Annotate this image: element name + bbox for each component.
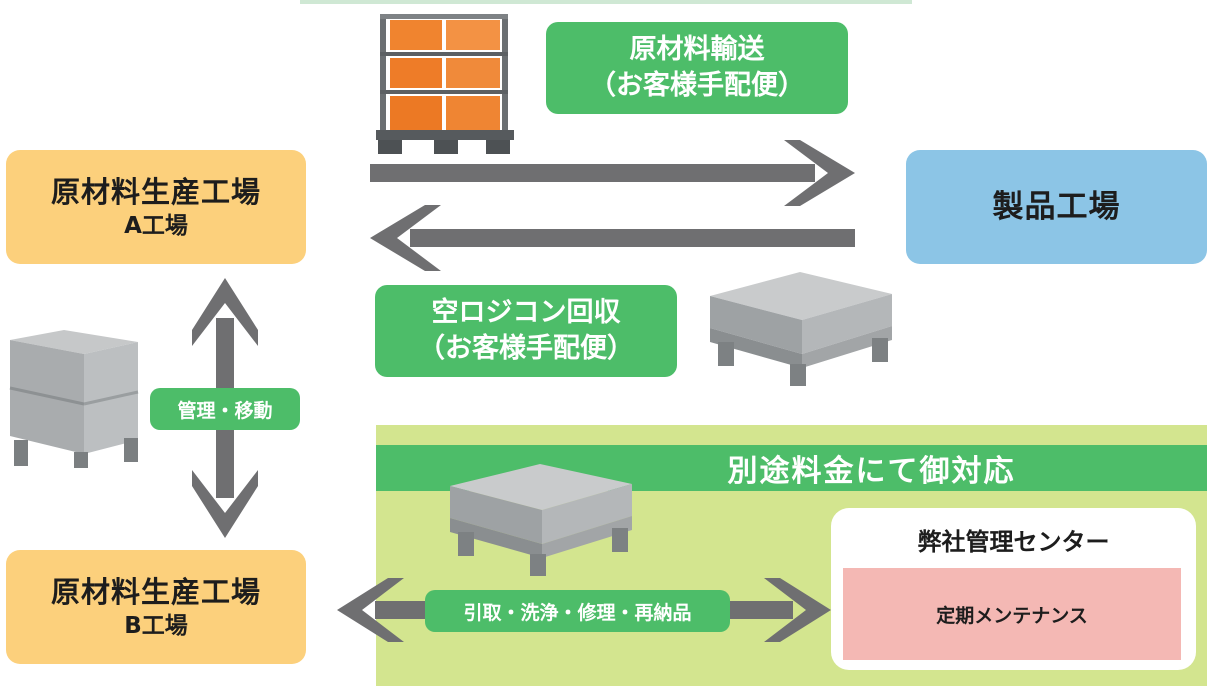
maintenance-text: 定期メンテナンス (936, 604, 1088, 627)
optional-service-title: 別途料金にて御対応 (727, 454, 1016, 489)
rack-with-materials-image (372, 8, 520, 158)
factory-b-box: 原材料生産工場 B工場 (6, 550, 306, 664)
return-arrow (370, 205, 855, 271)
return-label-line2: （お客様手配便） (418, 333, 634, 364)
factory-a-sub: A工場 (124, 213, 188, 239)
transport-label-line1: 原材料輸送 (629, 34, 765, 65)
service-route-label: 引取・洗浄・修理・再納品 (425, 590, 730, 632)
top-divider (300, 0, 912, 4)
management-center-title: 弊社管理センター (917, 528, 1110, 556)
factory-a-name: 原材料生産工場 (50, 175, 261, 209)
manage-move-text: 管理・移動 (177, 399, 273, 422)
factory-a-box: 原材料生産工場 A工場 (6, 150, 306, 264)
management-center-box: 弊社管理センター 定期メンテナンス (831, 508, 1196, 670)
maintenance-box: 定期メンテナンス (843, 568, 1181, 660)
factory-b-sub: B工場 (124, 613, 188, 639)
service-container-image (442, 462, 638, 580)
tall-container-image (4, 328, 144, 470)
manage-move-label: 管理・移動 (150, 388, 300, 430)
transport-arrow (370, 140, 855, 206)
factory-b-name: 原材料生産工場 (50, 575, 261, 609)
transport-label: 原材料輸送 （お客様手配便） (546, 22, 848, 114)
service-route-text: 引取・洗浄・修理・再納品 (463, 601, 692, 624)
product-factory-box: 製品工場 (906, 150, 1207, 264)
product-factory-name: 製品工場 (992, 189, 1121, 225)
transport-label-line2: （お客様手配便） (589, 70, 805, 101)
return-label: 空ロジコン回収 （お客様手配便） (375, 285, 677, 377)
return-label-line1: 空ロジコン回収 (431, 297, 621, 328)
empty-container-image (700, 268, 896, 390)
